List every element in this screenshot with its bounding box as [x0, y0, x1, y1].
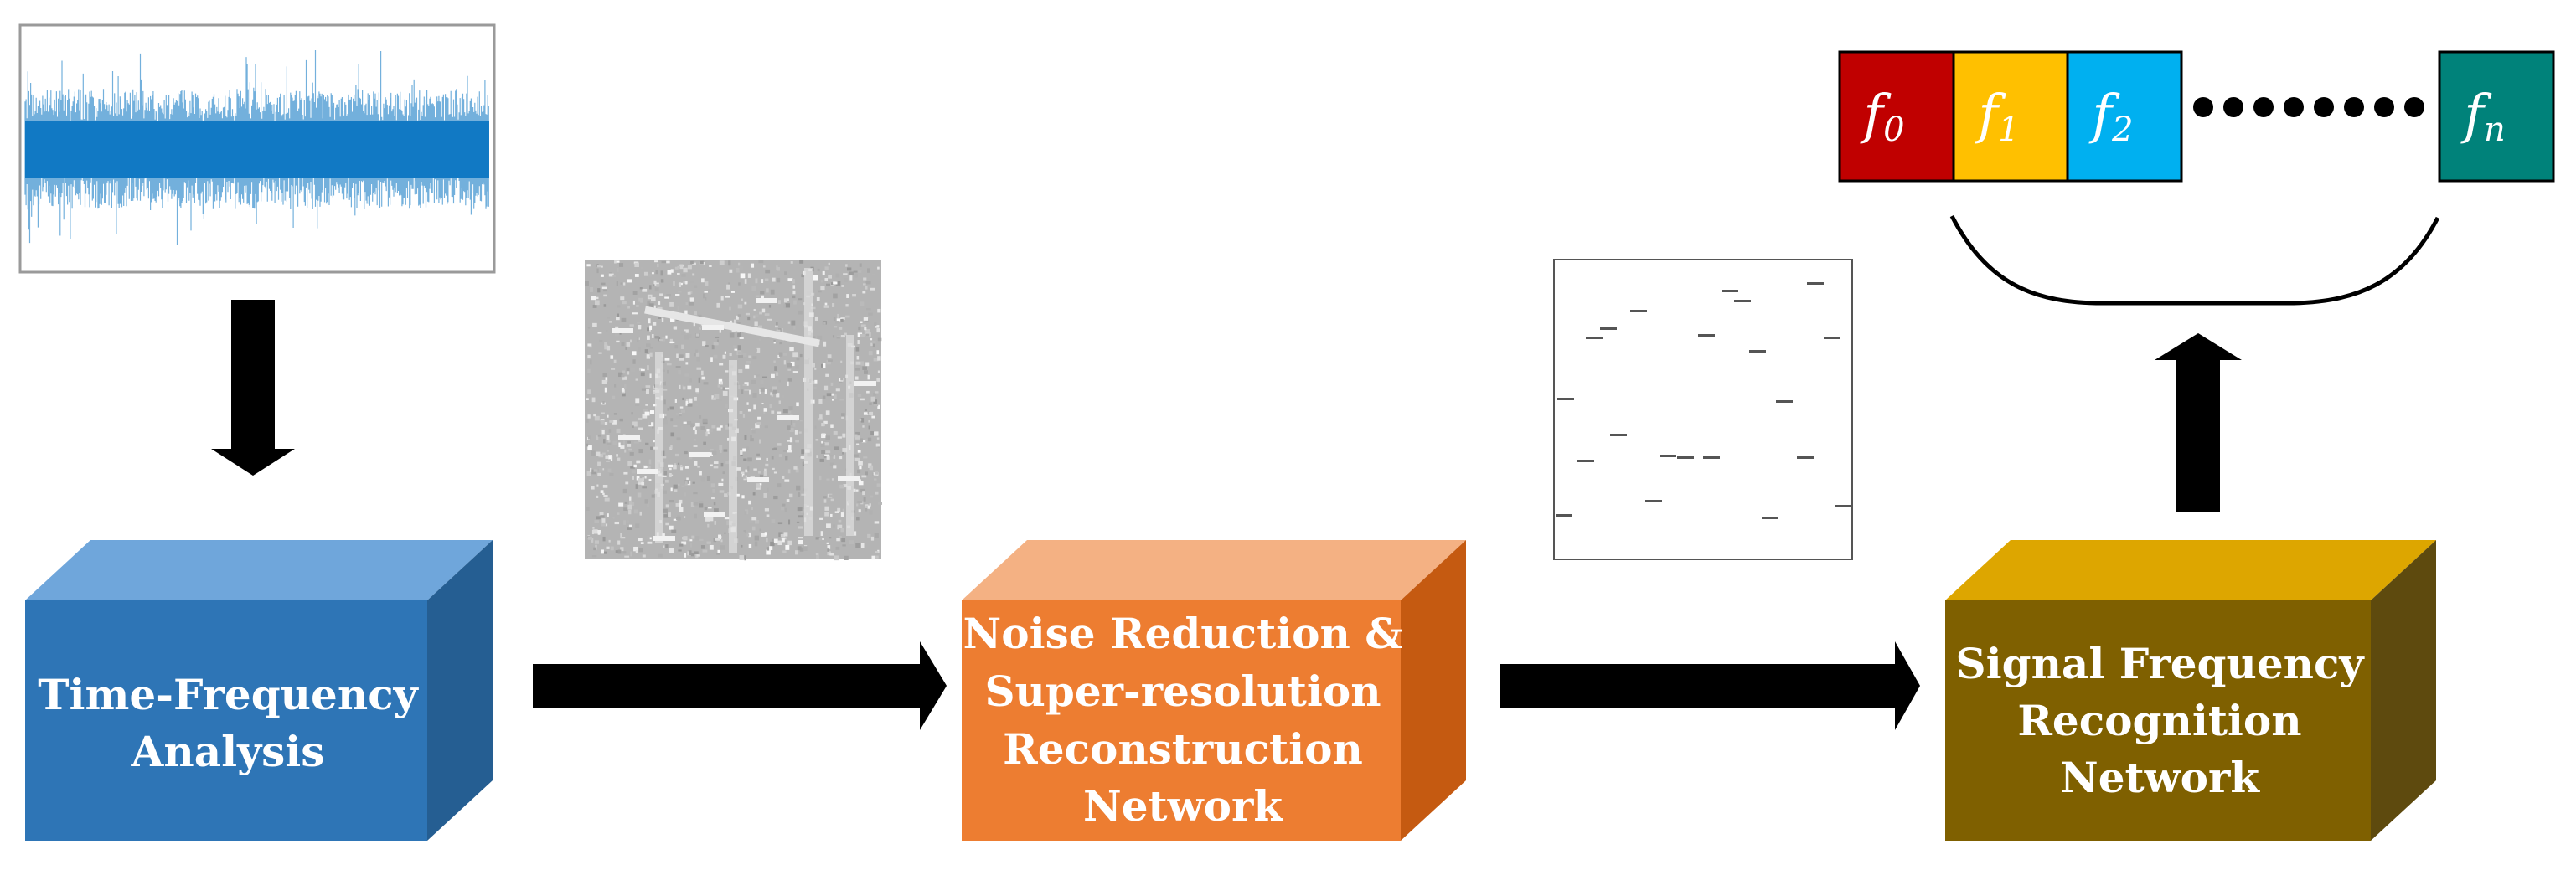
frequency-cell-f1: f1 — [1952, 50, 2069, 183]
tfa-block-front — [25, 600, 427, 841]
spectrogram-dash — [1645, 500, 1662, 502]
spectrogram-dash — [1698, 334, 1715, 337]
sfrn-label-line2: Recognition — [2017, 696, 2301, 745]
nrsr-label-line1: Noise Reduction & — [963, 609, 1403, 658]
spectrogram-dash — [1577, 460, 1594, 462]
arrow-nrsr-to-sfrn — [1500, 641, 1920, 730]
spectrogram-dash — [1586, 337, 1603, 339]
spectrogram-dash — [1807, 282, 1824, 285]
spectrogram-dash — [1630, 310, 1647, 312]
spectrogram-dash — [1749, 350, 1766, 353]
noisy-spectrogram-texture — [585, 260, 882, 561]
sfrn-block-front — [1945, 600, 2371, 841]
sfrn-block-side — [2371, 540, 2436, 841]
nrsr-label-line3: Reconstruction — [1003, 724, 1363, 774]
arrow-tfa-to-nrsr — [533, 641, 947, 730]
spectrogram-dash — [1556, 514, 1572, 517]
noisy-spectrogram-image — [585, 260, 882, 561]
frequency-output-list: f0 f1 f2 fn — [1838, 50, 2555, 183]
sfrn-block: Signal Frequency Recognition Network — [1945, 540, 2436, 841]
spectrogram-dash — [1557, 398, 1574, 400]
ellipsis-dot — [2314, 97, 2334, 117]
frequency-brace-curve — [1949, 214, 2440, 306]
nrsr-block-top — [962, 540, 1466, 600]
ellipsis-dot — [2223, 97, 2243, 117]
frequency-cell-fn: fn — [2438, 50, 2555, 183]
ellipsis-dot — [2253, 97, 2274, 117]
nrsr-block: Noise Reduction & Super-resolution Recon… — [962, 540, 1466, 841]
signal-waveform-image — [18, 23, 496, 274]
spectrogram-dash — [1824, 337, 1840, 339]
svg-text:f0: f0 — [1860, 84, 1904, 149]
sfrn-label-line3: Network — [2060, 753, 2260, 802]
fn-sub: n — [2484, 111, 2506, 149]
frequency-cell-f0: f0 — [1838, 50, 1955, 183]
spectrogram-dash — [1776, 400, 1793, 403]
spectrogram-dash — [1734, 300, 1751, 302]
tfa-block: Time-Frequency Analysis — [25, 540, 493, 841]
spectrogram-dash — [1762, 517, 1778, 519]
spectrogram-dash — [1610, 434, 1627, 436]
tfa-label-line2: Analysis — [131, 727, 325, 776]
ellipsis-dot — [2344, 97, 2364, 117]
f1-sub: 1 — [1998, 111, 2019, 149]
f0-sub: 0 — [1883, 111, 1904, 149]
arrow-sfrn-to-frequencies — [2155, 333, 2242, 512]
f2-sub: 2 — [2111, 111, 2133, 149]
nrsr-block-front — [962, 600, 1401, 841]
nrsr-block-side — [1401, 540, 1466, 841]
arrow-waveform-to-tfa — [211, 300, 295, 476]
ellipsis-dot — [2374, 97, 2394, 117]
ellipsis-dot — [2404, 97, 2424, 117]
ellipsis-dot — [2284, 97, 2304, 117]
ellipsis-dots — [2193, 97, 2424, 117]
tfa-block-top — [25, 540, 493, 600]
frequency-cell-f2: f2 — [2066, 50, 2183, 183]
nrsr-label-line4: Network — [1083, 781, 1283, 831]
spectrogram-dash — [1660, 455, 1676, 457]
sfrn-label-line1: Signal Frequency — [1956, 639, 2366, 688]
sfrn-block-top — [1945, 540, 2436, 600]
spectrogram-dash — [1722, 290, 1738, 292]
spectrogram-dash — [1797, 456, 1814, 459]
spectrogram-dash — [1600, 327, 1617, 330]
tfa-block-side — [427, 540, 493, 841]
spectrogram-dash — [1677, 456, 1694, 459]
waveform-trace — [24, 50, 489, 245]
clean-spectrogram-image — [1553, 259, 1853, 560]
tfa-label-line1: Time-Frequency — [38, 670, 419, 719]
nrsr-label-line2: Super-resolution — [984, 667, 1381, 716]
clean-spectrogram-marks — [1556, 282, 1851, 519]
ellipsis-dot — [2193, 97, 2213, 117]
spectrogram-dash — [1835, 505, 1851, 507]
spectrogram-dash — [1703, 456, 1720, 459]
